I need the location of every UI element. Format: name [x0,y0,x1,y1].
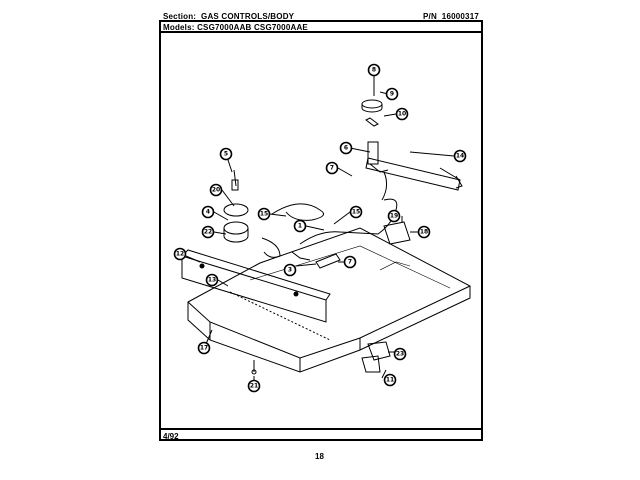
callout-1: 1 [298,223,302,230]
diagram-frame [159,20,483,441]
callout-20: 20 [212,187,220,194]
body-pan [187,227,471,373]
knob [361,99,383,109]
callout-22: 22 [204,229,212,236]
callout-6: 6 [344,145,348,152]
section-value: GAS CONTROLS/BODY [201,12,295,21]
callout-7b: 7 [348,259,352,266]
callout-5: 5 [224,151,228,158]
gas-manifold [365,157,461,191]
callout-18: 18 [420,229,428,236]
callout-7a: 7 [330,165,334,172]
callout-17: 17 [200,345,208,352]
footer-date: 4/92 [163,432,179,441]
callout-10: 10 [398,111,406,118]
page-number: 18 [315,452,324,461]
models-value: CSG7000AAB CSG7000AAE [197,23,308,32]
header-divider [159,31,483,33]
callout-21: 21 [250,383,258,390]
callout-4: 4 [206,209,210,216]
spark-module [367,341,391,361]
footer-divider [159,428,483,430]
callout-23: 23 [396,351,404,358]
callout-8: 8 [372,67,376,74]
gas-tube [299,198,398,245]
callout-15a: 15 [260,211,268,218]
burner-bracket [181,255,327,323]
callout-14: 14 [456,153,464,160]
callout-13: 13 [208,277,216,284]
callout-12: 12 [176,251,184,258]
models-label: Models: CSG7000AAB CSG7000AAE [163,23,308,32]
ignitor-spool [223,203,249,217]
bracket-18 [383,221,411,245]
callout-3: 3 [288,267,292,274]
part-number-value: 16000317 [441,12,479,21]
section-label: Section: GAS CONTROLS/BODY [163,12,295,21]
part-number: P/N 16000317 [423,12,479,21]
callout-11: 11 [386,377,394,384]
valve-body [367,141,379,165]
callout-19: 19 [390,213,398,220]
callout-9: 9 [390,91,394,98]
callout-15b: 15 [352,209,360,216]
